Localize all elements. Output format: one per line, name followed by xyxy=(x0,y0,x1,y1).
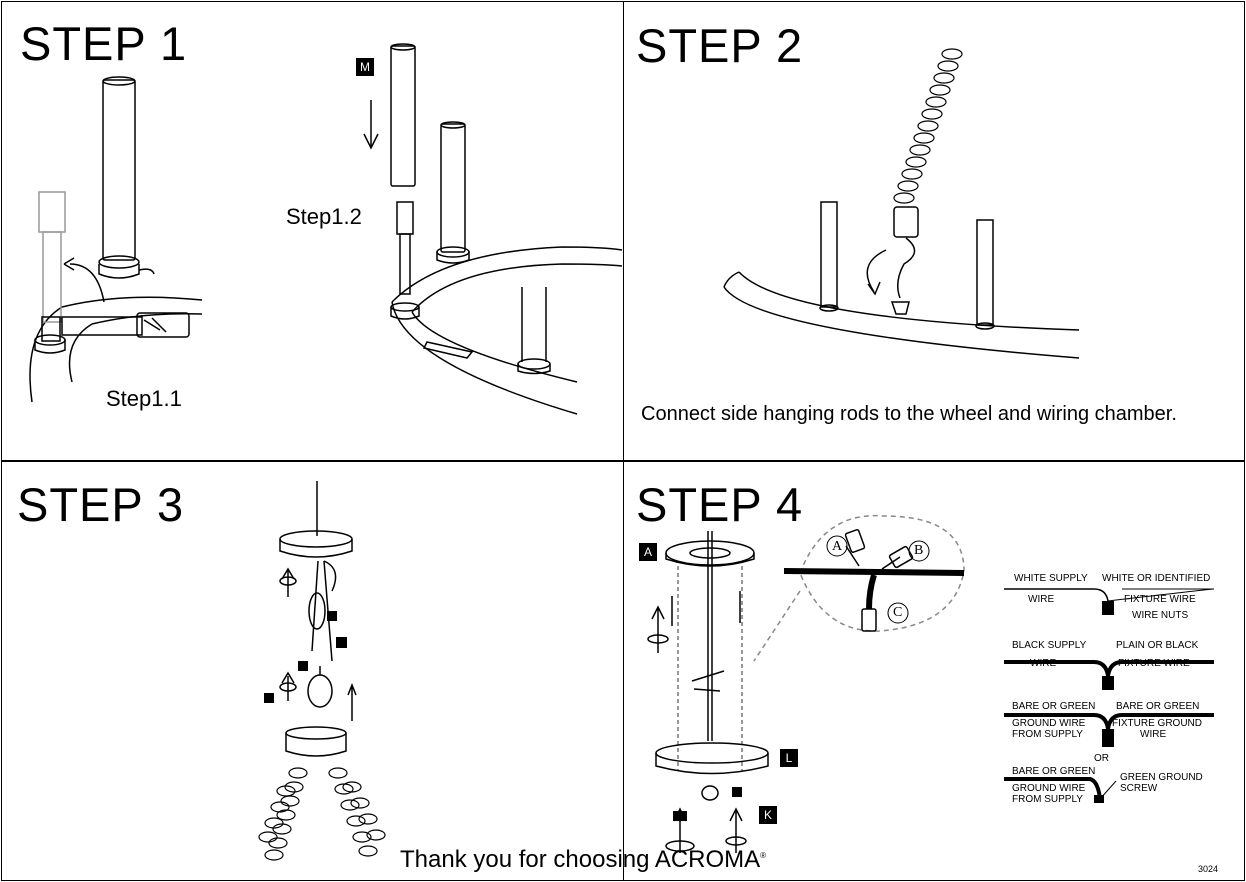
white-fixture-wire-label: FIXTURE WIRE xyxy=(1124,594,1196,605)
screw-supply-top-label: BARE OR GREEN xyxy=(1012,766,1096,777)
ground-supply-top-label: BARE OR GREEN xyxy=(1012,701,1096,712)
white-supply-wire-label: WIRE xyxy=(1028,594,1055,605)
ground-fixture-line1-label: FIXTURE GROUND xyxy=(1112,718,1202,729)
step-4-title: STEP 4 xyxy=(636,478,804,531)
document-code: 3024 xyxy=(1198,864,1219,874)
step-1-panel: STEP 1 xyxy=(1,1,624,462)
ground-fixture-line2-label: WIRE xyxy=(1140,729,1167,740)
step-3-illustration xyxy=(258,481,386,861)
step-2-illustration xyxy=(723,48,1080,359)
step-1-1-label: Step1.1 xyxy=(106,386,182,411)
part-tag-a: A xyxy=(639,543,657,561)
step-3-title: STEP 3 xyxy=(17,478,185,531)
ground-fixture-top-label: BARE OR GREEN xyxy=(1116,701,1200,712)
step-1-2-label: Step1.2 xyxy=(286,204,362,229)
screw-supply-line1-label: GROUND WIRE xyxy=(1012,783,1086,794)
footer-thank-you: Thank you for choosing ACROMA® xyxy=(400,848,766,872)
part-tag-m: M xyxy=(356,58,374,76)
screw-supply-line2-label: FROM SUPPLY xyxy=(1012,794,1083,805)
black-supply-label: BLACK SUPPLY xyxy=(1012,640,1087,651)
part-tag-k: K xyxy=(759,806,777,824)
black-fixture-wire-label: FIXTURE WIRE xyxy=(1118,658,1190,669)
step-3-panel: STEP 3 xyxy=(1,460,624,881)
ground-supply-line2-label: FROM SUPPLY xyxy=(1012,729,1083,740)
registered-mark: ® xyxy=(760,851,767,860)
footer-text: Thank you for choosing ACROMA xyxy=(400,846,761,873)
or-label: OR xyxy=(1094,753,1109,764)
step-4-panel: STEP 4 xyxy=(623,460,1245,881)
callout-label-a: A xyxy=(832,539,843,554)
wire-nuts-label: WIRE NUTS xyxy=(1132,610,1189,621)
step-1-illustration xyxy=(29,43,622,415)
black-supply-wire-label: WIRE xyxy=(1030,658,1057,669)
step-4-illustration xyxy=(647,514,1215,853)
black-fixture-label: PLAIN OR BLACK xyxy=(1116,640,1199,651)
callout-label-c: C xyxy=(893,605,903,620)
green-ground-screw-line2-label: SCREW xyxy=(1120,783,1158,794)
step-1-title: STEP 1 xyxy=(20,17,188,70)
white-fixture-label: WHITE OR IDENTIFIED xyxy=(1102,573,1211,584)
step-2-caption: Connect side hanging rods to the wheel a… xyxy=(641,403,1177,425)
white-supply-label: WHITE SUPPLY xyxy=(1014,573,1088,584)
callout-label-b: B xyxy=(914,543,924,558)
ground-supply-line1-label: GROUND WIRE xyxy=(1012,718,1086,729)
step-2-panel: STEP 2 xyxy=(623,1,1245,462)
green-ground-screw-line1-label: GREEN GROUND xyxy=(1120,772,1203,783)
step-2-title: STEP 2 xyxy=(636,19,804,72)
part-tag-l: L xyxy=(780,749,798,767)
